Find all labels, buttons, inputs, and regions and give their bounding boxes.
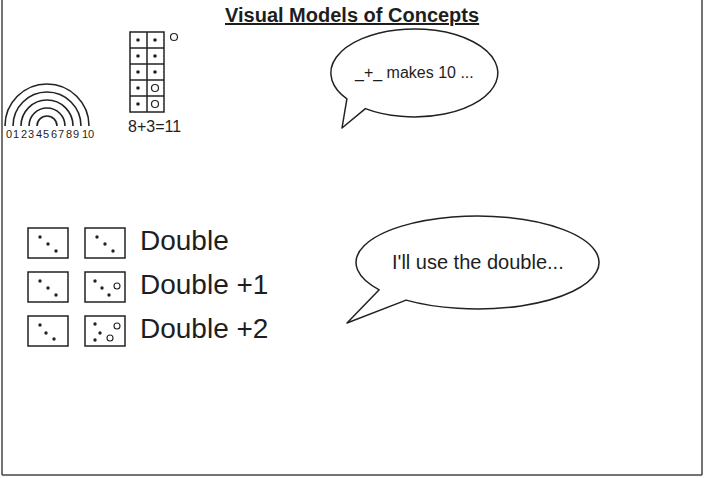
- equation: 8+3=11: [128, 118, 181, 136]
- number-line-digit: 1: [13, 128, 19, 140]
- number-line-digit: 7: [58, 128, 64, 140]
- dominoes: [28, 228, 125, 346]
- speech-bubble: _+_ makes 10 ...: [330, 28, 499, 118]
- speech-bubble: I'll use the double...: [355, 215, 600, 310]
- ten-frame: [130, 32, 178, 112]
- number-line-digit: 9: [73, 128, 79, 140]
- bubble-shape: [331, 29, 498, 128]
- number-line-digit: 2: [21, 128, 27, 140]
- rainbow-arcs: [5, 84, 89, 126]
- number-line-digit: 5: [43, 128, 49, 140]
- bubble-text: _+_ makes 10 ...: [355, 63, 474, 83]
- number-line-digit: 3: [28, 128, 34, 140]
- number-line-digit: 10: [82, 128, 94, 140]
- bubble-text-group: _+_ makes 10 ...: [355, 63, 474, 83]
- number-line-digit: 0: [6, 128, 12, 140]
- bubble-text-group: I'll use the double...: [392, 250, 564, 275]
- worksheet-title: Visual Models of Concepts: [225, 4, 479, 27]
- strategy-label: Double +2: [140, 314, 268, 345]
- strategy-label: Double +1: [140, 270, 268, 301]
- number-line-digit: 6: [51, 128, 57, 140]
- strategy-label: Double: [140, 226, 229, 257]
- bubble-shape: [347, 216, 599, 323]
- number-line-digit: 4: [36, 128, 42, 140]
- bubble-text: I'll use the double...: [392, 250, 564, 275]
- number-line-digit: 8: [66, 128, 72, 140]
